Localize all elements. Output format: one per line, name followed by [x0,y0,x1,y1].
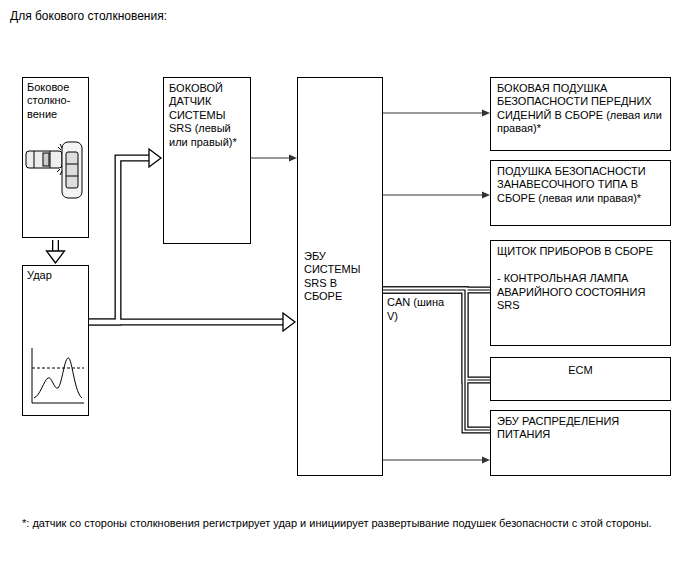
title: Для бокового столкновения: [10,9,167,25]
connector-heads [47,110,491,464]
signal-line [251,158,289,159]
can-bus-outline [383,290,490,430]
node-title: БОКОВОЙ ДАТЧИК СИСТЕМЫ SRS (левый или пр… [169,82,245,149]
impact-box: Удар [22,265,89,416]
hollow-arrowhead [47,251,65,263]
footnote: *: датчик со стороны столкновения регист… [22,516,662,530]
node-title: ЭБУ РАСПРЕДЕЛЕНИЯ ПИТАНИЯ [497,415,664,442]
can-bus-core [383,290,490,380]
arrowhead [482,457,490,464]
node-title: Удар [27,269,84,282]
can-bus-gap [383,290,490,380]
bus-label: CAN (шина V) [386,295,448,324]
signal-line [383,195,482,196]
hollow-arrow-inner [53,240,57,251]
hollow-arrow-outline [52,240,59,251]
hollow-arrow-inner [89,158,149,322]
side-impact-picture [26,142,82,198]
event-box: Боковое столкно- вение [22,77,89,238]
can-bus-core [383,290,490,430]
node-title: ЩИТОК ПРИБОРОВ В СБОРЕ [497,245,664,258]
hollow-arrowhead [283,313,295,331]
airbag-box: БОКОВАЯ ПОДУШКА БЕЗОПАСНОСТИ ПЕРЕДНИХ СИ… [490,77,671,151]
signal-line [383,113,482,114]
impact-graph [32,348,84,403]
ecm-box: ECM [490,357,671,401]
curtain-airbag-box: ПОДУШКА БЕЗОПАСНОСТИ ЗАНАВЕСОЧНОГО ТИПА … [490,160,671,226]
node-title: ПОДУШКА БЕЗОПАСНОСТИ ЗАНАВЕСОЧНОГО ТИПА … [497,165,664,205]
arrowhead [289,155,297,162]
can-bus-outline [383,290,490,380]
node-title: Боковое столкно- вение [27,81,84,121]
power-ecu-box: ЭБУ РАСПРЕДЕЛЕНИЯ ПИТАНИЯ [490,410,671,476]
connector-outline [56,113,491,460]
can-bus-gap [383,290,490,430]
node-subtext: - КОНТРОЛЬНАЯ ЛАМПА АВАРИЙНОГО СОСТОЯНИЯ… [497,272,664,312]
arrowhead [482,192,490,199]
hollow-arrow-outline [89,158,149,322]
connector-inner [56,158,491,430]
arrowhead [482,110,490,117]
ecu-box: ЭБУ СИСТЕМЫ SRS В СБОРЕ [297,77,383,476]
hollow-arrow-inner [89,320,283,324]
node-title: ЭБУ СИСТЕМЫ SRS В СБОРЕ [304,250,376,304]
node-title: БОКОВАЯ ПОДУШКА БЕЗОПАСНОСТИ ПЕРЕДНИХ СИ… [497,82,664,136]
signal-line [383,460,482,461]
hollow-arrowhead [149,149,161,167]
meter-box: ЩИТОК ПРИБОРОВ В СБОРЕ - КОНТРОЛЬНАЯ ЛАМП… [490,240,671,346]
node-title: ECM [497,364,664,377]
sensor-box: БОКОВОЙ ДАТЧИК СИСТЕМЫ SRS (левый или пр… [163,77,251,244]
